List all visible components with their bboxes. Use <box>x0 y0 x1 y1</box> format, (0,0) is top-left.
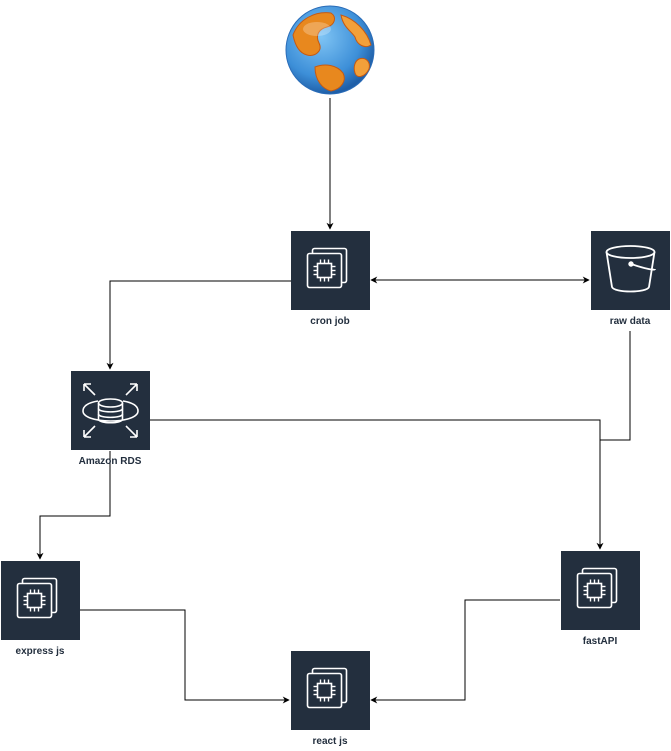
edge-cron-job-to-amazon-rds <box>106 280 291 370</box>
node-react-js[interactable] <box>291 651 370 730</box>
edge-amazon-rds-to-fastapi <box>150 419 604 550</box>
node-internet[interactable] <box>285 5 375 95</box>
edges <box>36 98 631 704</box>
ec2-instance-icon <box>306 667 348 709</box>
node-express-js-label: express js <box>16 646 65 657</box>
rds-database-icon <box>82 383 139 438</box>
edge-amazon-rds-to-express-js <box>36 451 111 560</box>
node-cron-job-label: cron job <box>310 316 349 327</box>
node-raw-data-label: raw data <box>610 316 651 327</box>
node-cron-job[interactable] <box>291 231 370 310</box>
edge-fastapi-to-react-js <box>370 599 560 704</box>
s3-bucket-icon <box>605 245 656 293</box>
edge-express-js-to-react-js <box>80 609 290 704</box>
node-fastapi-label: fastAPI <box>583 636 618 647</box>
ec2-instance-icon <box>576 567 618 609</box>
node-express-js[interactable] <box>1 561 80 640</box>
ec2-instance-icon <box>306 247 348 289</box>
node-fastapi[interactable] <box>561 551 640 630</box>
edge-raw-data-to-fastapi <box>600 331 631 441</box>
node-amazon-rds[interactable] <box>71 371 150 450</box>
node-amazon-rds-label: Amazon RDS <box>79 456 142 467</box>
node-raw-data[interactable] <box>591 231 670 310</box>
ec2-instance-icon <box>16 577 58 619</box>
node-react-js-label: react js <box>312 736 347 747</box>
node-raw-data-box <box>591 231 670 310</box>
globe-icon <box>285 5 375 95</box>
